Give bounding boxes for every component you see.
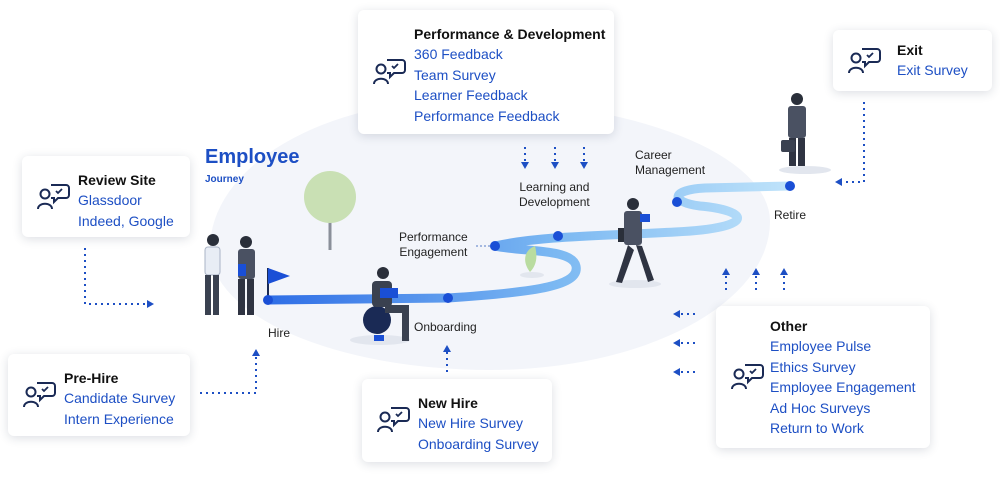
survey-link[interactable]: Glassdoor bbox=[78, 192, 142, 208]
feedback-chat-icon bbox=[36, 182, 70, 212]
survey-link[interactable]: 360 Feedback bbox=[414, 46, 503, 62]
node-learning-development bbox=[553, 231, 563, 241]
survey-link[interactable]: Employee Engagement bbox=[770, 379, 916, 395]
feedback-chat-icon bbox=[730, 362, 764, 392]
survey-link[interactable]: Employee Pulse bbox=[770, 338, 872, 354]
arrowheads bbox=[147, 162, 842, 376]
stage-label-retire: Retire bbox=[774, 208, 807, 222]
card-title: Exit bbox=[897, 42, 923, 58]
flag-icon bbox=[268, 268, 290, 284]
feedback-chat-icon bbox=[847, 46, 881, 76]
tree-icon bbox=[304, 171, 356, 223]
card-pre-hire: Pre-Hire Candidate Survey Intern Experie… bbox=[8, 354, 190, 436]
survey-link[interactable]: Performance Feedback bbox=[414, 107, 560, 124]
feedback-chat-icon bbox=[372, 57, 406, 87]
survey-link[interactable]: Intern Experience bbox=[64, 410, 174, 427]
connector-review-site bbox=[84, 248, 145, 305]
retiring-person-icon bbox=[779, 93, 831, 174]
survey-link[interactable]: Indeed, Google bbox=[78, 212, 174, 229]
card-other: Other Employee Pulse Ethics Survey Emplo… bbox=[716, 306, 930, 448]
node-performance-engagement bbox=[490, 241, 500, 251]
card-exit: Exit Exit Survey bbox=[833, 30, 992, 91]
node-hire bbox=[263, 295, 273, 305]
card-title: Pre-Hire bbox=[64, 370, 119, 386]
survey-link[interactable]: Ad Hoc Surveys bbox=[770, 399, 871, 416]
handshake-people-icon bbox=[204, 234, 255, 315]
card-title: Other bbox=[770, 318, 808, 334]
journey-path bbox=[263, 181, 795, 305]
card-performance-development: Performance & Development 360 Feedback T… bbox=[358, 10, 614, 134]
survey-link[interactable]: Learner Feedback bbox=[414, 87, 528, 103]
survey-link[interactable]: New Hire Survey bbox=[418, 415, 524, 431]
journey-title: Employee bbox=[205, 146, 300, 168]
feedback-chat-icon bbox=[376, 405, 410, 435]
connector-pre-hire bbox=[200, 354, 257, 394]
feedback-chat-icon bbox=[22, 380, 56, 410]
card-title: Review Site bbox=[78, 172, 156, 188]
reading-person-icon bbox=[350, 267, 410, 345]
stage-label-hire: Hire bbox=[268, 326, 291, 340]
card-title: Performance & Development bbox=[414, 26, 606, 42]
survey-link[interactable]: Ethics Survey bbox=[770, 358, 856, 375]
connectors bbox=[84, 102, 865, 394]
node-onboarding bbox=[443, 293, 453, 303]
connector-exit bbox=[842, 102, 865, 183]
survey-link[interactable]: Onboarding Survey bbox=[418, 435, 539, 452]
plant-icon bbox=[525, 246, 537, 272]
survey-link[interactable]: Exit Survey bbox=[897, 62, 968, 78]
card-review-site: Review Site Glassdoor Indeed, Google bbox=[22, 156, 190, 237]
node-retire bbox=[785, 181, 795, 191]
node-career-management bbox=[672, 197, 682, 207]
journey-nodes bbox=[263, 181, 795, 305]
card-title: New Hire bbox=[418, 395, 478, 411]
journey-subtitle: Journey bbox=[205, 174, 244, 185]
survey-link[interactable]: Candidate Survey bbox=[64, 390, 176, 406]
walking-person-icon bbox=[609, 198, 661, 288]
stage-label-onboarding: Onboarding bbox=[414, 320, 477, 334]
survey-link[interactable]: Team Survey bbox=[414, 66, 496, 83]
card-new-hire: New Hire New Hire Survey Onboarding Surv… bbox=[362, 379, 552, 462]
survey-link[interactable]: Return to Work bbox=[770, 420, 864, 436]
